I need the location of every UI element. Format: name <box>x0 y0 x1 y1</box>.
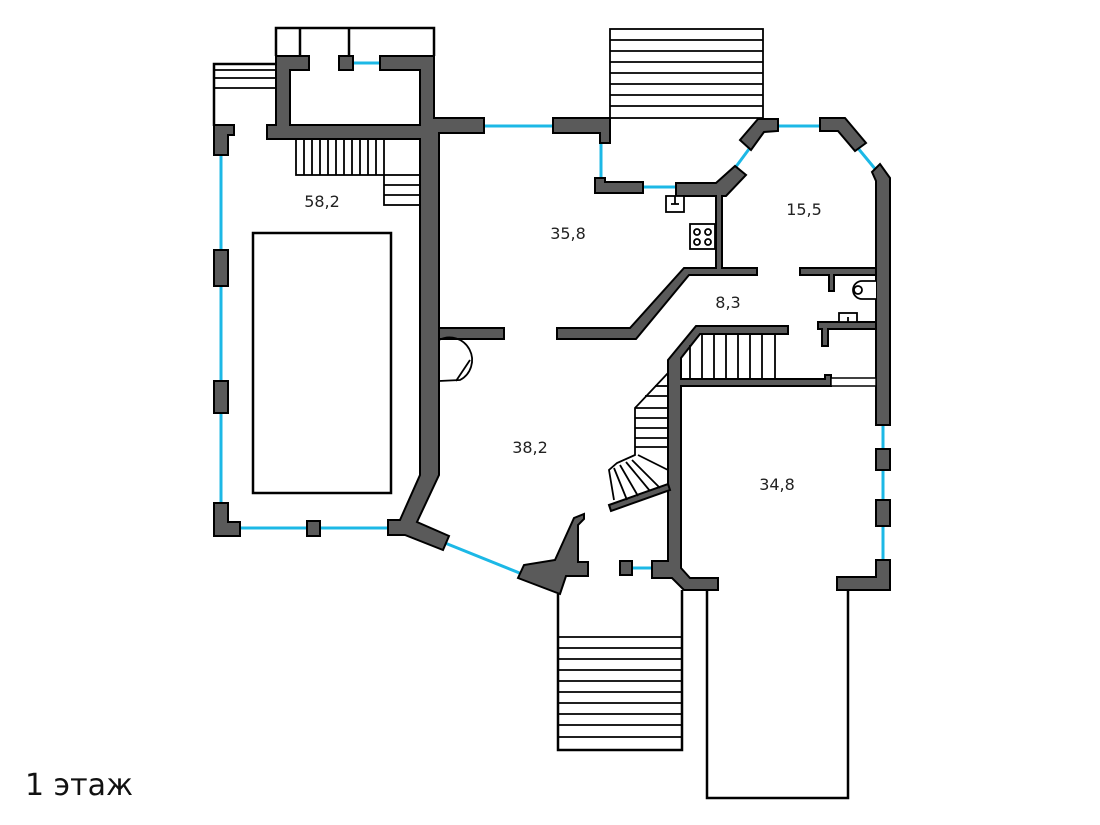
annex-outline <box>274 26 436 56</box>
room-area-label: 15,5 <box>786 200 822 219</box>
front-stairs <box>556 590 684 752</box>
garage-porch <box>705 590 850 800</box>
door-swing <box>438 336 473 382</box>
walls <box>213 55 891 596</box>
bath-sink-icon <box>838 312 858 323</box>
annex-stairs <box>295 138 421 206</box>
floor-title: 1 этаж <box>25 768 133 803</box>
pool <box>251 231 393 495</box>
toilet-icon <box>852 280 876 300</box>
bath-step <box>830 377 877 387</box>
kitchen-sink-icon <box>665 195 685 213</box>
side-steps <box>212 62 276 126</box>
room-area-label: 58,2 <box>304 192 340 211</box>
rear-stairs <box>609 28 764 119</box>
room-area-label: 34,8 <box>759 475 795 494</box>
inner-stairs <box>689 334 776 379</box>
stove-icon <box>689 223 716 250</box>
room-area-label: 35,8 <box>550 224 586 243</box>
room-area-label: 38,2 <box>512 438 548 457</box>
room-area-label: 8,3 <box>715 293 740 312</box>
spiral-stairs <box>608 372 669 501</box>
